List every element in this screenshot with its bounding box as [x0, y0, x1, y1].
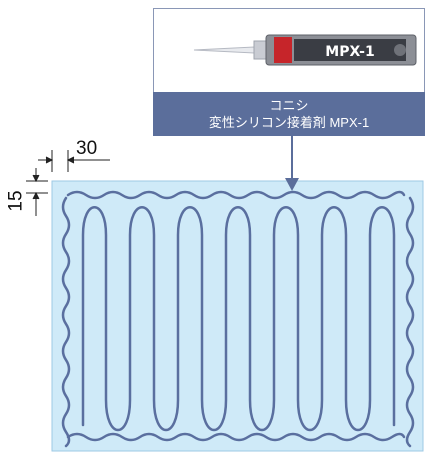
- adhesive-tube-image: MPX-1: [193, 34, 417, 66]
- dimension-15-label: 15: [5, 190, 27, 212]
- tube-print-text: MPX-1: [325, 44, 374, 60]
- bead-left-wave: [61, 196, 71, 448]
- dimension-30-label: 30: [76, 138, 98, 159]
- brand-name: コニシ: [269, 98, 309, 113]
- pointer-arrow: [285, 136, 299, 191]
- board-panel: [51, 180, 424, 452]
- product-label: コニシ 変性シリコン接着剤 MPX-1: [153, 92, 425, 136]
- dimension-15-marker: [26, 168, 48, 216]
- bead-right-wave: [405, 196, 415, 448]
- dimension-30-marker: [38, 150, 110, 172]
- product-name: 変性シリコン接着剤 MPX-1: [208, 115, 370, 130]
- bead-top-wave: [66, 190, 406, 200]
- bead-bottom-wave: [66, 432, 406, 442]
- bead-serpentine: [81, 206, 396, 432]
